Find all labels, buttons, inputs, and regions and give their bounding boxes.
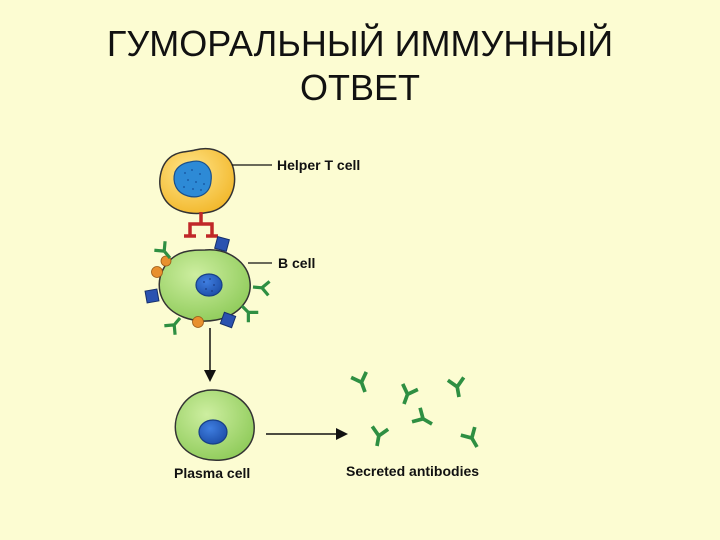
plasma-cell-label: Plasma cell — [174, 465, 250, 481]
arrow-down-icon — [204, 328, 216, 382]
title-line-2: ОТВЕТ — [299, 67, 420, 108]
antigen-square-icon — [144, 236, 237, 329]
slide-title: ГУМОРАЛЬНЫЙ ИММУННЫЙ ОТВЕТ — [0, 22, 720, 110]
helper-t-cell-label: Helper T cell — [277, 157, 360, 173]
b-cell-label: B cell — [278, 255, 315, 271]
title-line-1: ГУМОРАЛЬНЫЙ ИММУННЫЙ — [106, 23, 614, 64]
arrow-right-icon — [266, 428, 348, 440]
secreted-antibodies-label: Secreted antibodies — [346, 463, 479, 479]
antigen-circle-icon — [151, 255, 204, 328]
b-cell-icon — [158, 249, 251, 322]
secreted-antibodies-icon — [349, 370, 486, 453]
t-cell-receptor-icon — [184, 212, 218, 238]
helper-t-cell-icon — [159, 148, 236, 215]
plasma-cell-icon — [174, 389, 255, 461]
